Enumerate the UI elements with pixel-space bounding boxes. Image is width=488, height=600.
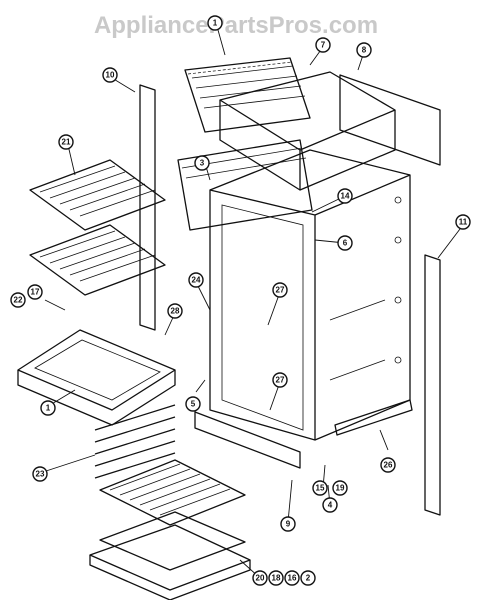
svg-text:15: 15 [316,484,325,493]
callout-16: 16 [284,570,300,586]
burner-tube [334,399,413,436]
callout-26: 26 [380,457,396,473]
callout-19-mid: 19 [332,480,348,496]
callout-28: 28 [167,303,183,319]
callout-6: 6 [337,235,353,251]
svg-text:4: 4 [328,501,333,510]
svg-text:17: 17 [31,288,40,297]
callout-9: 9 [280,516,296,532]
svg-text:11: 11 [459,218,468,227]
svg-text:26: 26 [384,461,393,470]
svg-text:10: 10 [106,71,115,80]
callout-14: 14 [337,188,353,204]
svg-text:7: 7 [321,41,326,50]
rear-panel [339,74,441,166]
top-cover-box [219,71,396,191]
heating-element [94,404,176,479]
svg-text:9: 9 [286,520,291,529]
broiler-pan-inner [99,511,246,571]
callout-4: 4 [322,497,338,513]
callout-23: 23 [32,466,48,482]
svg-text:5: 5 [191,400,196,409]
callout-24: 24 [188,272,204,288]
oven-rack-upper [29,159,166,231]
callout-5: 5 [185,396,201,412]
callout-11: 11 [455,214,471,230]
svg-text:23: 23 [36,470,45,479]
callout-22: 22 [10,292,26,308]
oven-rack-lower [29,224,166,296]
callout-10: 10 [102,67,118,83]
callout-8: 8 [356,42,372,58]
svg-text:1: 1 [46,404,51,413]
callout-17: 17 [27,284,43,300]
bottom-rail [194,411,301,469]
callout-7: 7 [315,37,331,53]
callout-18: 18 [268,570,284,586]
svg-text:18: 18 [272,574,281,583]
svg-text:1: 1 [213,19,218,28]
svg-text:20: 20 [256,574,265,583]
svg-text:27: 27 [276,286,285,295]
callout-1-lower: 1 [40,400,56,416]
side-trim-right [424,254,441,516]
svg-text:14: 14 [341,192,350,201]
svg-text:21: 21 [62,138,71,147]
top-vent-trim [184,57,311,133]
callout-27-upper: 27 [272,282,288,298]
svg-text:6: 6 [343,239,348,248]
callout-3: 3 [194,155,210,171]
leader-lines [42,29,464,579]
broiler-pan-outer [89,524,251,600]
svg-text:3: 3 [200,159,205,168]
callout-1-top: 1 [207,15,223,31]
svg-text:19: 19 [336,484,345,493]
svg-text:24: 24 [192,276,201,285]
broiler-grid [99,459,246,526]
front-frame [209,149,411,441]
svg-text:22: 22 [14,296,23,305]
side-trim-left [139,84,156,331]
callout-2: 2 [300,570,316,586]
svg-text:2: 2 [306,574,311,583]
callout-20: 20 [252,570,268,586]
callout-21: 21 [58,134,74,150]
svg-text:16: 16 [288,574,297,583]
watermark-text: AppliancePartsPros.com [94,12,378,39]
svg-text:28: 28 [171,307,180,316]
callout-27-lower: 27 [272,372,288,388]
svg-text:27: 27 [276,376,285,385]
svg-text:8: 8 [362,46,367,55]
callout-15: 15 [312,480,328,496]
